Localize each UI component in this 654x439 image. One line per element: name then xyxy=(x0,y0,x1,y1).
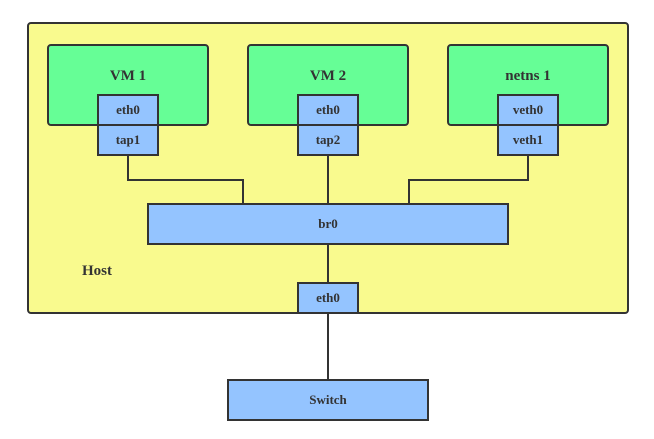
vm2-eth0-iface: eth0 xyxy=(297,94,359,126)
veth1-label: veth1 xyxy=(512,132,544,147)
tap1-iface: tap1 xyxy=(97,124,159,156)
veth0-label: veth0 xyxy=(512,102,544,117)
tap2-label: tap2 xyxy=(315,132,341,147)
tap2-iface: tap2 xyxy=(297,124,359,156)
vm1-eth0-iface: eth0 xyxy=(97,94,159,126)
link-tap1-br0 xyxy=(127,155,244,204)
veth1-iface: veth1 xyxy=(497,124,559,156)
tap1-label: tap1 xyxy=(115,132,141,147)
netns1-title: netns 1 xyxy=(505,68,551,84)
vm2-title: VM 2 xyxy=(309,68,347,84)
host-eth0-iface: eth0 xyxy=(297,282,359,314)
bridge-br0: br0 xyxy=(147,203,509,245)
vm1-eth0-label: eth0 xyxy=(116,102,140,117)
switch-box: Switch xyxy=(227,379,429,421)
switch-label: Switch xyxy=(309,392,347,407)
bridge-label: br0 xyxy=(318,216,338,231)
host-label: Host xyxy=(82,263,112,279)
host-eth0-label: eth0 xyxy=(316,290,340,305)
vm2-eth0-label: eth0 xyxy=(316,102,340,117)
veth0-iface: veth0 xyxy=(497,94,559,126)
vm1-title: VM 1 xyxy=(109,68,147,84)
link-veth1-br0 xyxy=(408,155,529,204)
